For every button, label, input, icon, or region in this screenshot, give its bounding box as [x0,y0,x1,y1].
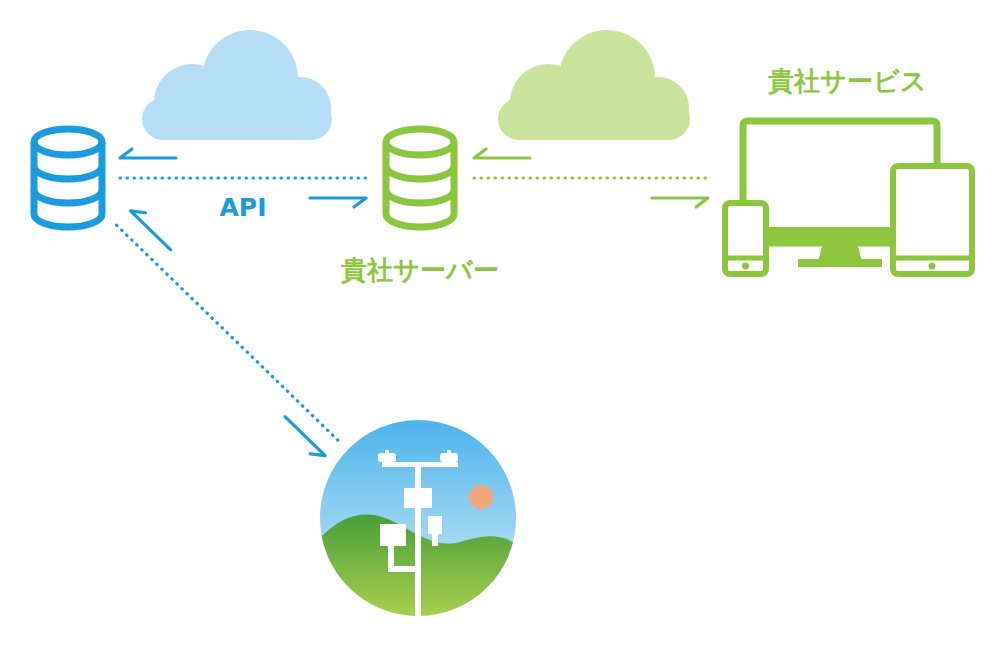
node-title: 貴社サーバー [318,254,522,286]
dotted-connector [117,211,339,456]
client-database [28,124,108,232]
green-cloud [498,30,690,140]
server-database: 貴社サーバー [378,124,462,232]
weather-station [320,420,516,616]
database-icon [378,124,462,232]
service-devices: 貴社サービス [720,115,975,277]
node-title: 貴社サービス [720,65,975,97]
database-icon [28,124,108,232]
devices-icon [720,115,975,277]
dotted-connector [474,149,708,207]
edge-label: API [220,193,267,223]
blue-cloud [142,30,332,140]
weather-station-icon [320,420,516,616]
